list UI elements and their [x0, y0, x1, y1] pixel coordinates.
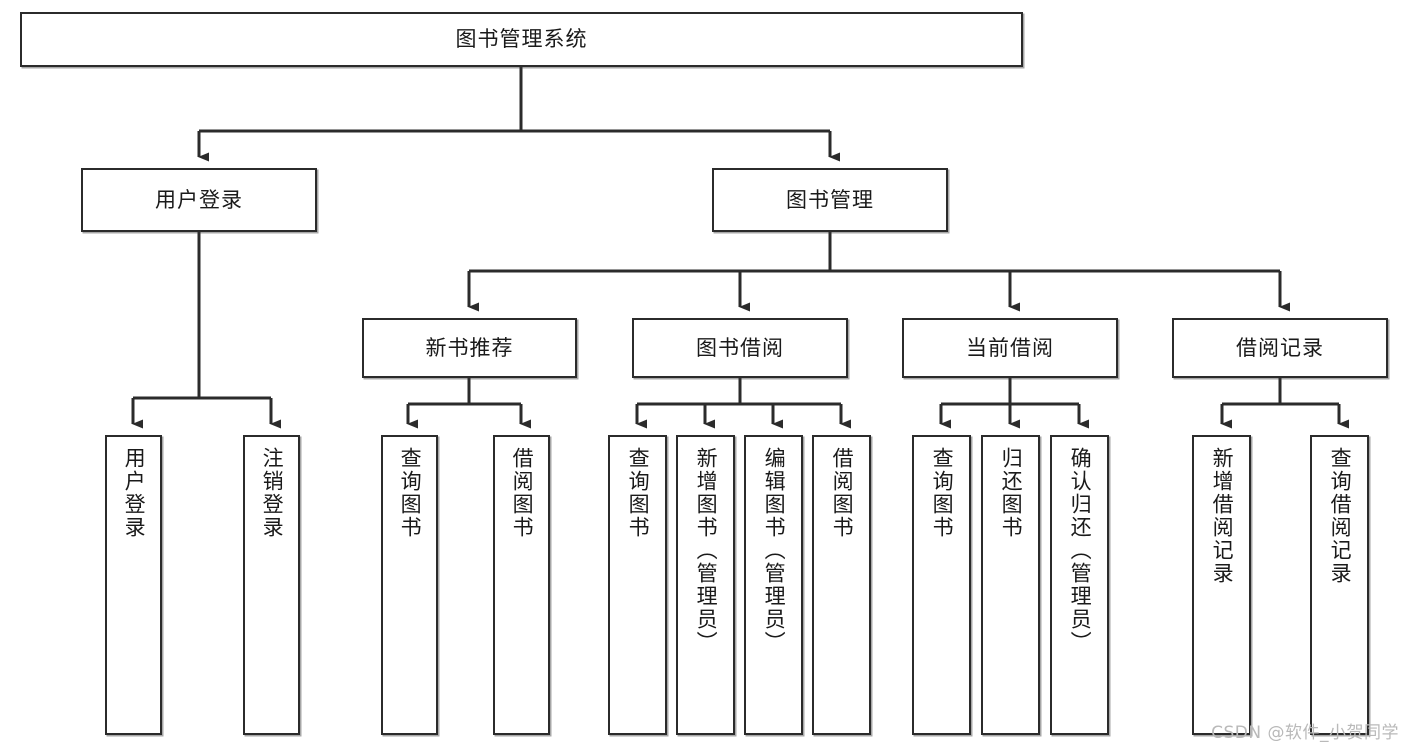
leaf-query-book-recommend[interactable]: 查询图书: [381, 435, 438, 735]
node-label: 确认归还（管理员）: [1068, 447, 1093, 654]
leaf-add-book[interactable]: 新增图书（管理员）: [676, 435, 735, 735]
leaf-query-book-current[interactable]: 查询图书: [912, 435, 971, 735]
node-current-borrow[interactable]: 当前借阅: [902, 318, 1118, 378]
node-root-system[interactable]: 图书管理系统: [20, 12, 1023, 67]
leaf-add-borrow-record[interactable]: 新增借阅记录: [1192, 435, 1251, 735]
node-label: 新书推荐: [425, 335, 514, 360]
leaf-return-book[interactable]: 归还图书: [981, 435, 1040, 735]
node-label: 借阅图书: [830, 447, 855, 539]
leaf-edit-book[interactable]: 编辑图书（管理员）: [744, 435, 803, 735]
node-label: 新增图书（管理员）: [694, 447, 719, 654]
leaf-borrow-book[interactable]: 借阅图书: [812, 435, 871, 735]
node-label: 查询图书: [626, 447, 651, 539]
node-label: 借阅记录: [1236, 335, 1324, 360]
leaf-query-borrow-record[interactable]: 查询借阅记录: [1310, 435, 1369, 735]
node-label: 图书借阅: [696, 335, 784, 360]
node-label: 查询图书: [930, 447, 955, 539]
node-label: 借阅图书: [510, 447, 535, 539]
leaf-query-book-borrow[interactable]: 查询图书: [608, 435, 667, 735]
node-borrow-record[interactable]: 借阅记录: [1172, 318, 1388, 378]
node-label: 归还图书: [999, 447, 1024, 539]
node-user-login[interactable]: 用户登录: [81, 168, 317, 232]
node-label: 新增借阅记录: [1210, 447, 1235, 585]
node-new-book-recommend[interactable]: 新书推荐: [362, 318, 577, 378]
leaf-confirm-return[interactable]: 确认归还（管理员）: [1050, 435, 1109, 735]
node-label: 当前借阅: [966, 335, 1054, 360]
node-label: 查询图书: [398, 447, 423, 539]
node-label: 图书管理: [786, 187, 874, 212]
node-label: 图书管理系统: [455, 27, 588, 52]
node-book-borrow[interactable]: 图书借阅: [632, 318, 848, 378]
node-label: 用户登录: [122, 447, 147, 539]
node-book-manage[interactable]: 图书管理: [712, 168, 948, 232]
csdn-watermark: CSDN @软件_小贺同学: [1211, 723, 1399, 743]
node-label: 查询借阅记录: [1328, 447, 1353, 585]
node-label: 注销登录: [260, 447, 285, 539]
node-label: 编辑图书（管理员）: [762, 447, 787, 654]
leaf-user-login[interactable]: 用户登录: [105, 435, 162, 735]
leaf-logout[interactable]: 注销登录: [243, 435, 300, 735]
leaf-borrow-book-recommend[interactable]: 借阅图书: [493, 435, 550, 735]
node-label: 用户登录: [155, 187, 243, 212]
